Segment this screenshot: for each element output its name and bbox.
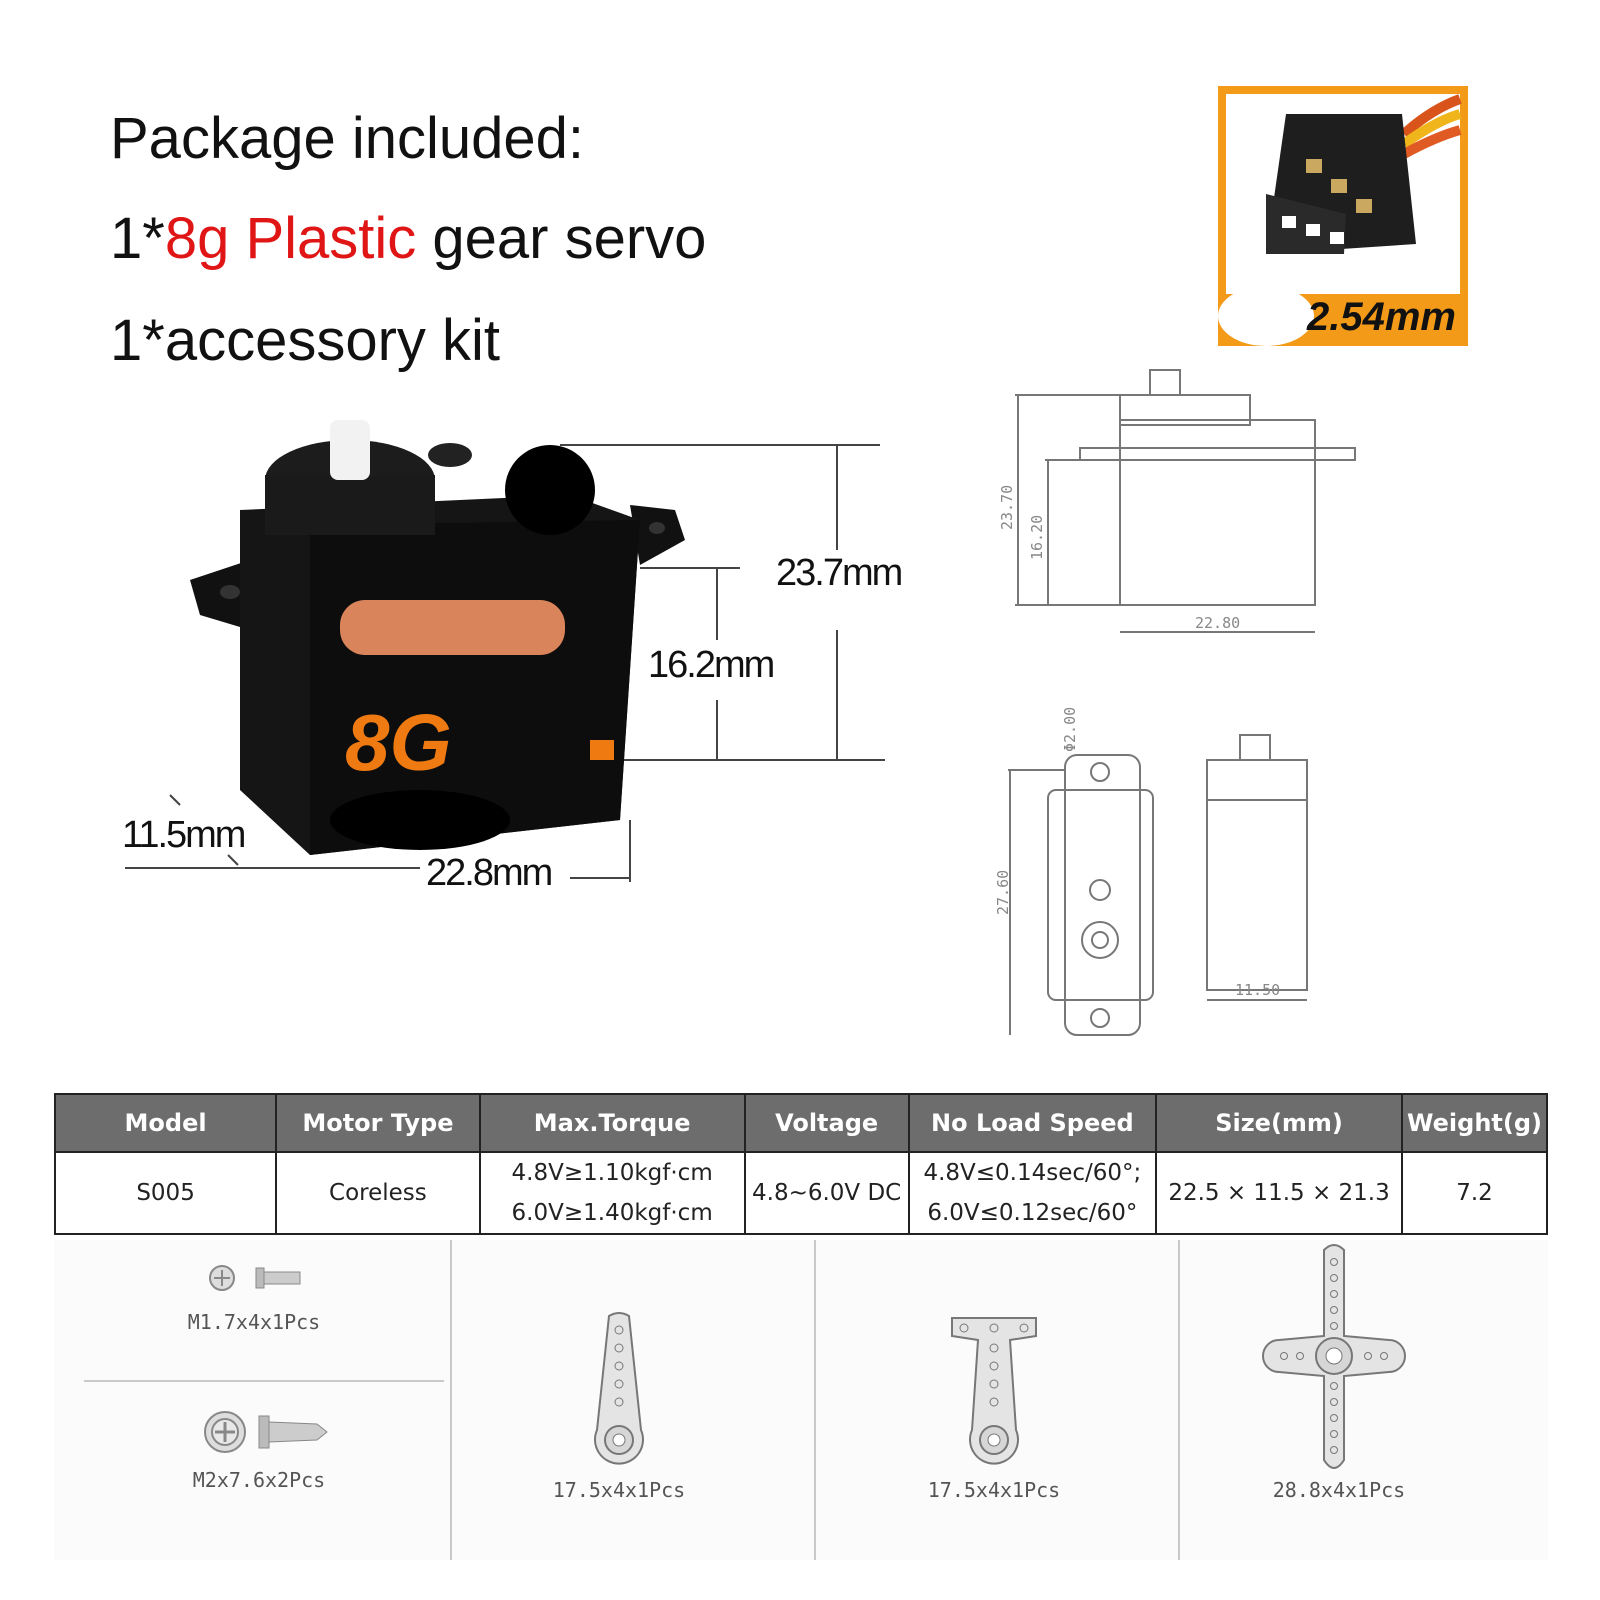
- drawing-h-body: 16.20: [1028, 515, 1046, 560]
- torque-6v0: 6.0V≥1.40kgf·cm: [511, 1200, 713, 1226]
- dim-depth: 11.5mm: [122, 814, 246, 856]
- screw-large-icon: [204, 1411, 328, 1453]
- cell-model: S005: [53, 1151, 278, 1235]
- cell-size: 22.5 × 11.5 × 21.3: [1155, 1151, 1404, 1235]
- speed-6v0: 6.0V≤0.12sec/60°: [927, 1200, 1138, 1226]
- servo-photo: 8G 23.7mm 16.2mm 11.5mm 22.8mm: [100, 400, 960, 920]
- divider: [450, 1240, 452, 1560]
- connector-inset: 2.54mm: [1218, 86, 1468, 346]
- header-weight: Weight(g): [1401, 1093, 1548, 1153]
- divider: [1178, 1240, 1180, 1560]
- speed-4v8: 4.8V≤0.14sec/60°;: [923, 1160, 1142, 1186]
- header-motor-type: Motor Type: [275, 1093, 481, 1153]
- pitch-label: 2.54mm: [1307, 295, 1456, 339]
- label-screw-small: M1.7x4x1Pcs: [187, 1310, 321, 1334]
- dim-body-height: 16.2mm: [648, 644, 775, 686]
- label-horn-cross: 28.8x4x1Pcs: [1272, 1478, 1406, 1502]
- torque-4v8: 4.8V≥1.10kgf·cm: [511, 1160, 713, 1186]
- header-model: Model: [53, 1093, 278, 1153]
- horn-double-icon: [951, 1317, 1037, 1465]
- label-horn-double: 17.5x4x1Pcs: [927, 1478, 1061, 1502]
- drawing-hole-dia: Φ2.00: [1061, 707, 1079, 752]
- header-size: Size(mm): [1155, 1093, 1404, 1153]
- technical-drawing: 23.70 16.20 22.80 Φ2.00 27.60 11.50: [994, 360, 1420, 1060]
- horn-cross-icon: [1262, 1244, 1406, 1469]
- dim-width: 22.8mm: [426, 852, 553, 894]
- redaction-blob: [1218, 286, 1314, 346]
- spec-table: Model Motor Type Max.Torque Voltage No L…: [53, 1093, 1548, 1235]
- header-no-load-speed: No Load Speed: [907, 1093, 1158, 1153]
- cell-speed: 4.8V≤0.14sec/60°; 6.0V≤0.12sec/60°: [907, 1151, 1158, 1235]
- package-item-servo: 1*8g Plastic gear servo: [110, 210, 706, 268]
- header-max-torque: Max.Torque: [478, 1093, 746, 1153]
- cell-weight: 7.2: [1401, 1151, 1548, 1235]
- horn-single-icon: [594, 1312, 644, 1465]
- label-screw-large: M2x7.6x2Pcs: [192, 1468, 326, 1492]
- brand-mark: 8G: [345, 698, 452, 787]
- label-horn-single: 17.5x4x1Pcs: [552, 1478, 686, 1502]
- dim-height: 23.7mm: [776, 552, 903, 594]
- table-row: S005 Coreless 4.8V≥1.10kgf·cm 6.0V≥1.40kg…: [53, 1151, 1548, 1235]
- item-highlight: 8g Plastic: [164, 206, 417, 271]
- divider: [814, 1240, 816, 1560]
- cell-torque: 4.8V≥1.10kgf·cm 6.0V≥1.40kgf·cm: [478, 1151, 746, 1235]
- drawing-h-total: 23.70: [998, 485, 1016, 530]
- drawing-w-body: 22.80: [1195, 614, 1240, 632]
- divider: [84, 1380, 444, 1382]
- package-title: Package included:: [110, 106, 584, 171]
- screw-small-icon: [209, 1265, 301, 1291]
- item-quantity: 1*: [110, 206, 165, 271]
- connector-photo: [1226, 94, 1462, 294]
- item-suffix: gear servo: [416, 206, 707, 271]
- drawing-depth: 11.50: [1235, 981, 1280, 999]
- cell-motor: Coreless: [275, 1151, 481, 1235]
- spec-header-row: Model Motor Type Max.Torque Voltage No L…: [53, 1093, 1548, 1153]
- drawing-length: 27.60: [994, 870, 1012, 915]
- package-item-kit: 1*accessory kit: [110, 308, 501, 373]
- header-voltage: Voltage: [743, 1093, 910, 1153]
- cell-voltage: 4.8~6.0V DC: [743, 1151, 910, 1235]
- accessories-panel: M1.7x4x1Pcs M2x7.6x2Pcs 17.5x4x1Pcs 17.5…: [54, 1240, 1548, 1560]
